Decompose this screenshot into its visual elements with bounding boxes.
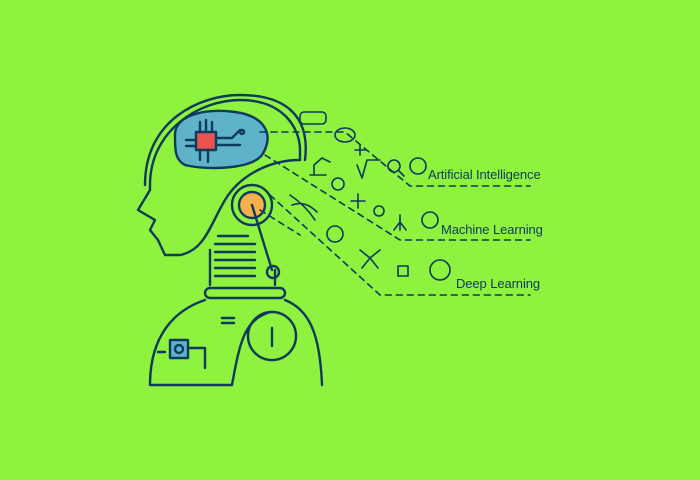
magnifier-icon: [387, 159, 401, 173]
gear-bulb-icon: [421, 211, 439, 229]
chip-icon: [397, 265, 409, 277]
label-deep-learning: Deep Learning: [456, 276, 540, 291]
robot-arm-icon: [309, 157, 331, 176]
neural-head-icon: [429, 259, 451, 281]
body-chip-icon: [168, 338, 190, 360]
shoulder-right: [283, 298, 324, 387]
label-machine-learning: Machine Learning: [441, 222, 543, 237]
network-tree-icon: [393, 214, 407, 231]
antenna-rod: [250, 203, 274, 272]
brain-icon: [334, 127, 356, 143]
dna-icon: [289, 194, 318, 221]
plus-icon: [354, 144, 381, 179]
molecule-icon: [359, 249, 381, 269]
helmet-outline: [143, 93, 307, 187]
head-outline: [136, 98, 302, 257]
ear-ring: [230, 183, 274, 227]
label-artificial-intelligence: Artificial Intelligence: [428, 167, 541, 182]
target-icon: [373, 205, 385, 217]
cpu-chip-icon: [194, 130, 218, 152]
collar: [203, 286, 287, 300]
fingerprint-icon: [326, 225, 344, 243]
brain-area: [173, 109, 269, 170]
chat-bubble-icon: [299, 111, 327, 125]
shoulder-left: [148, 298, 272, 387]
chest-dial: [246, 310, 298, 362]
ai-head-icon: [409, 157, 427, 175]
gear-icon: [331, 177, 345, 191]
